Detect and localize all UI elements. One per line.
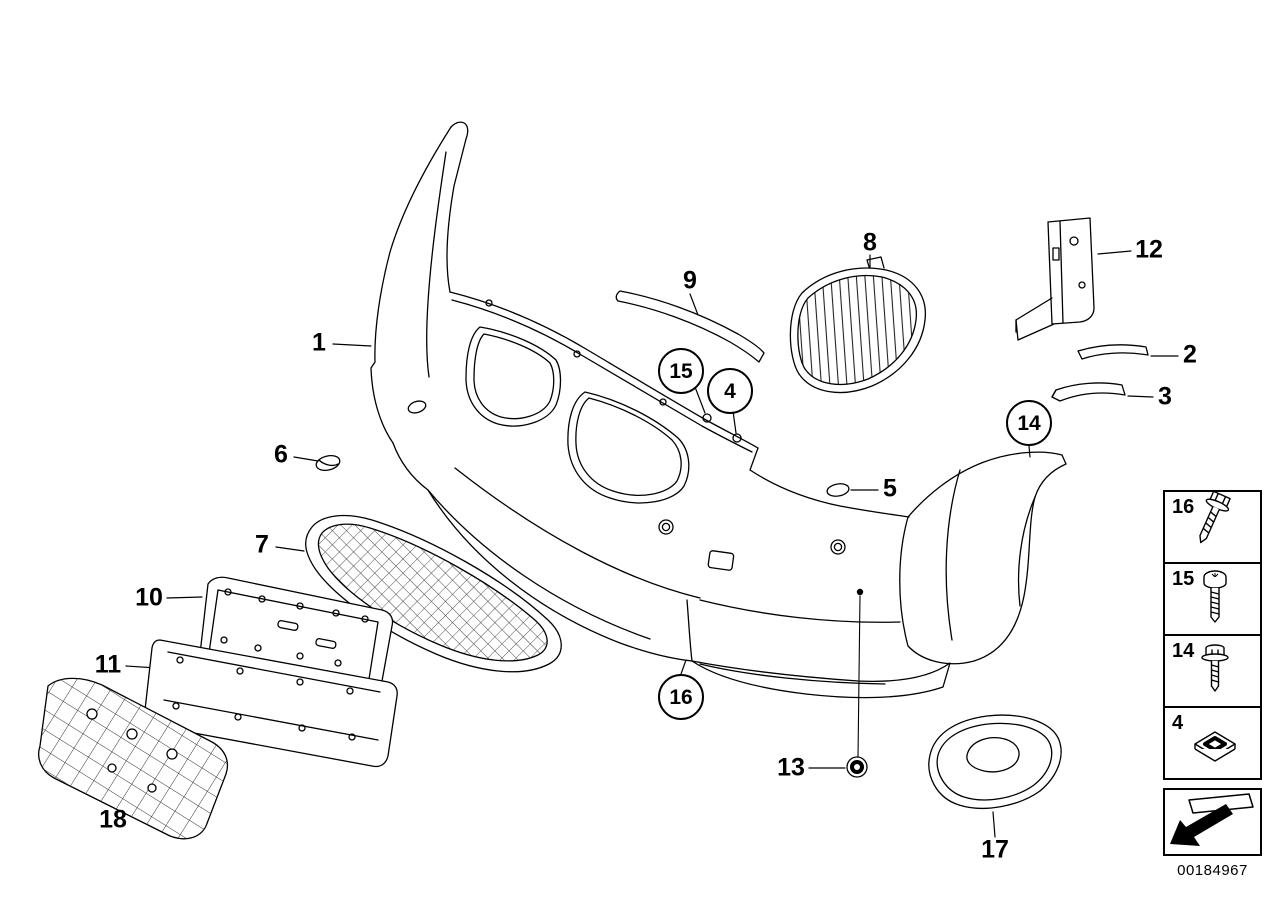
callout-9: 9	[683, 266, 697, 295]
impact-absorber-drawing	[38, 677, 229, 840]
callout-12: 12	[1135, 235, 1163, 264]
callout-8: 8	[863, 228, 877, 257]
lower-grille-drawing	[305, 514, 562, 673]
fastener-legend: 16 15	[1163, 490, 1262, 879]
callout-14-circled: 14	[1006, 400, 1052, 446]
legend-row-14: 14	[1163, 634, 1262, 708]
callout-4-circled: 4	[707, 368, 753, 414]
callout-18: 18	[99, 805, 127, 834]
diagram-part-number: 00184967	[1177, 862, 1248, 879]
legend-label-14: 14	[1172, 640, 1195, 662]
callout-3: 3	[1158, 382, 1172, 411]
bracket-drawing	[1015, 217, 1095, 341]
grommet-drawing	[846, 756, 868, 778]
callout-16-circled: 16	[658, 674, 704, 720]
washer-hole-5	[826, 483, 850, 497]
torx-pan-screw-icon	[1203, 570, 1227, 623]
legend-row-4: 4	[1163, 706, 1262, 780]
callout-11: 11	[94, 650, 122, 679]
kidney-grille-drawing	[789, 256, 926, 394]
hex-flange-screw-icon	[1199, 492, 1231, 544]
callout-15-circled: 15	[658, 348, 704, 394]
callout-10: 10	[135, 583, 163, 612]
trim-strip-2-drawing	[1077, 344, 1149, 360]
plate-filler-drawing	[144, 639, 398, 768]
legend-label-15: 15	[1172, 568, 1195, 590]
trim-strip-3-drawing	[1051, 382, 1126, 402]
callout-1: 1	[312, 328, 326, 357]
washer-cover-drawing	[315, 454, 341, 472]
legend-row-16: 16	[1163, 490, 1262, 564]
callout-5: 5	[883, 474, 897, 503]
bumper-trim-panel-drawing	[370, 121, 1067, 699]
expanding-nut-icon	[1194, 731, 1236, 762]
callout-17: 17	[981, 835, 1009, 864]
trim-strip-9-drawing	[615, 290, 765, 363]
direction-arrow-icon	[1170, 793, 1254, 846]
callout-13: 13	[777, 753, 805, 782]
direction-arrow-box	[1163, 788, 1262, 856]
leader-lines	[125, 250, 1179, 838]
covering-plate-drawing	[928, 714, 1062, 809]
callout-7: 7	[255, 530, 269, 559]
legend-label-4: 4	[1172, 712, 1184, 734]
callout-6: 6	[274, 440, 288, 469]
legend-label-16: 16	[1172, 496, 1195, 518]
callout-2: 2	[1183, 340, 1197, 369]
hex-bolt-icon	[1201, 644, 1229, 692]
legend-row-15: 15	[1163, 562, 1262, 636]
